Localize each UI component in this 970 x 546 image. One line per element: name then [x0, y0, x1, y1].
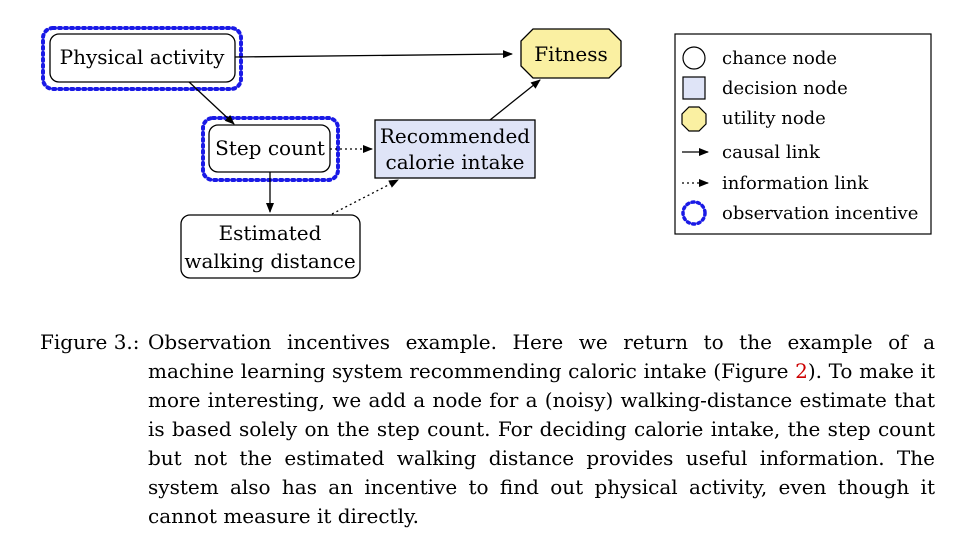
causal-link-activity-to-fitness: [234, 50, 513, 59]
node-label-fitness: Fitness: [534, 42, 608, 66]
caption-label: Figure 3.:: [40, 330, 140, 354]
node-label-step-count: Step count: [215, 136, 325, 160]
legend-label-causal: causal link: [722, 142, 821, 163]
legend-label-utility: utility node: [722, 108, 826, 129]
observation-incentive-ring-physical-activity: [41, 26, 243, 91]
legend-box: [674, 33, 932, 235]
utility-node-symbol: [681, 106, 707, 132]
chance-node-symbol: [682, 46, 706, 70]
figure-caption: Figure 3.: Observation incentives exampl…: [40, 328, 935, 531]
influence-diagram: Physical activity Fitness Step count Rec…: [41, 26, 932, 279]
caption-text-before-ref: Observation incentives example. Here we …: [148, 330, 935, 383]
caption-body: Observation incentives example. Here we …: [148, 328, 935, 531]
legend-label-information: information link: [722, 173, 870, 194]
observation-incentive-symbol: [681, 200, 707, 226]
decision-node-symbol: [682, 76, 706, 100]
legend-label-decision: decision node: [722, 78, 848, 99]
node-label-physical-activity: Physical activity: [60, 45, 225, 69]
chance-node-physical-activity: Physical activity: [49, 33, 236, 83]
information-link-walking-distance-to-calorie: [331, 179, 399, 215]
legend: chance node decision node utility node c…: [674, 33, 932, 235]
node-label-recommended: Recommended: [380, 124, 530, 148]
node-label-estimated: Estimated: [219, 221, 322, 245]
node-label-walking-distance: walking distance: [184, 249, 355, 273]
causal-link-activity-to-step-count: [187, 80, 235, 125]
legend-label-observation: observation incentive: [722, 203, 918, 224]
legend-label-chance: chance node: [722, 48, 837, 69]
utility-node-fitness: Fitness: [520, 28, 622, 79]
chance-node-estimated-walking-distance: Estimated walking distance: [180, 214, 361, 279]
chance-node-step-count: Step count: [208, 124, 331, 173]
causal-link-calorie-to-fitness: [489, 79, 541, 121]
figure-reference-link[interactable]: 2: [795, 359, 808, 383]
decision-node-recommended-calorie-intake: Recommended calorie intake: [374, 119, 536, 179]
caption-text-after-ref: ). To make it more interesting, we add a…: [148, 359, 935, 528]
node-label-calorie-intake: calorie intake: [386, 150, 525, 174]
